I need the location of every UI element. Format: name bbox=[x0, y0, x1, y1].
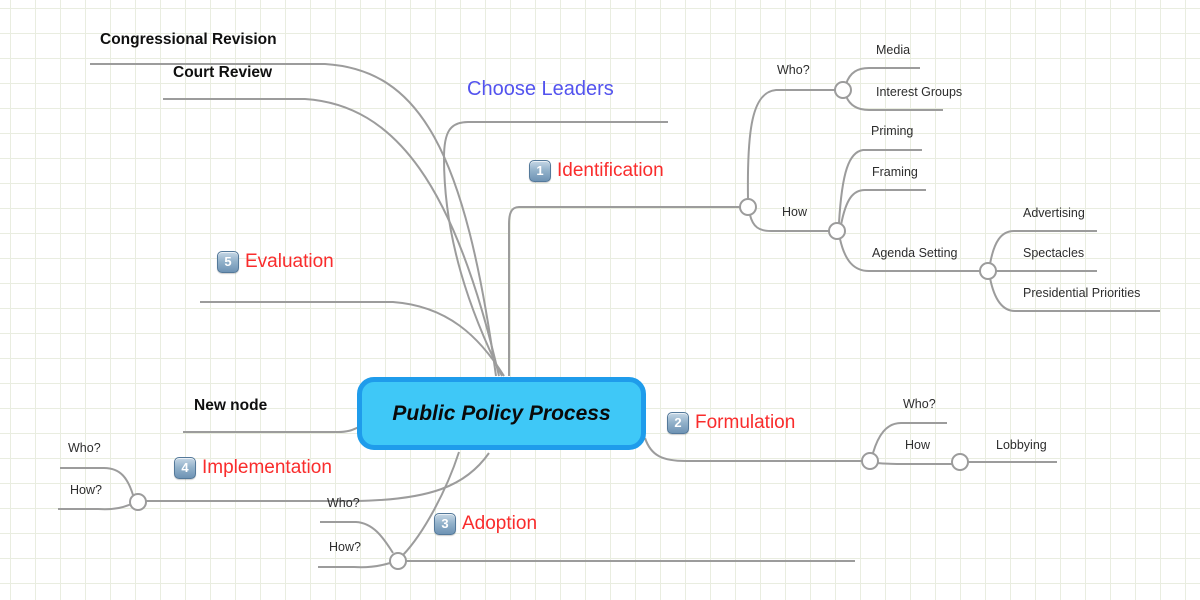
node-formulation-who[interactable]: Who? bbox=[903, 397, 936, 411]
node-implementation-how[interactable]: How? bbox=[70, 483, 102, 497]
node-adoption-how[interactable]: How? bbox=[329, 540, 361, 554]
edge-adoption-stem bbox=[402, 451, 460, 556]
edge-adoption-how bbox=[318, 562, 391, 569]
node-advertising[interactable]: Advertising bbox=[1023, 206, 1085, 220]
node-identification-how[interactable]: How bbox=[782, 205, 808, 219]
edge-formulation-who bbox=[872, 422, 947, 454]
collapse-handle-adoption[interactable] bbox=[389, 552, 407, 570]
edge-implementation bbox=[146, 452, 490, 502]
edge-court-review bbox=[163, 98, 500, 377]
node-priming[interactable]: Priming bbox=[871, 124, 914, 138]
node-spectacles[interactable]: Spectacles bbox=[1023, 246, 1085, 260]
root-node-label: Public Policy Process bbox=[392, 401, 611, 425]
node-evaluation[interactable]: 5 Evaluation bbox=[217, 251, 334, 273]
edge-evaluation bbox=[200, 301, 505, 377]
node-framing[interactable]: Framing bbox=[872, 165, 918, 179]
node-formulation-label: Formulation bbox=[695, 411, 796, 433]
priority-3-icon: 3 bbox=[434, 513, 456, 535]
collapse-handle-implementation[interactable] bbox=[129, 493, 147, 511]
edge-implementation-how bbox=[58, 503, 132, 511]
node-implementation-label: Implementation bbox=[202, 456, 332, 478]
edge-congressional-revision bbox=[90, 63, 497, 377]
node-congressional-revision[interactable]: Congressional Revision bbox=[100, 31, 277, 48]
node-formulation-how[interactable]: How bbox=[905, 438, 931, 452]
edge-choose-leaders bbox=[442, 121, 668, 377]
collapse-handle-identification[interactable] bbox=[739, 198, 757, 216]
priority-4-icon: 4 bbox=[174, 457, 196, 479]
edge-adoption-who bbox=[320, 521, 394, 554]
edge-priming bbox=[838, 149, 922, 224]
node-adoption-who[interactable]: Who? bbox=[327, 496, 360, 510]
edge-framing bbox=[840, 189, 926, 226]
collapse-handle-identification-who[interactable] bbox=[834, 81, 852, 99]
priority-2-icon: 2 bbox=[667, 412, 689, 434]
node-evaluation-label: Evaluation bbox=[245, 250, 334, 272]
node-adoption[interactable]: 3 Adoption bbox=[434, 513, 537, 535]
node-formulation[interactable]: 2 Formulation bbox=[667, 412, 795, 434]
node-lobbying[interactable]: Lobbying bbox=[996, 438, 1047, 452]
node-identification[interactable]: 1 Identification bbox=[529, 160, 664, 182]
node-implementation-who[interactable]: Who? bbox=[68, 441, 101, 455]
priority-1-icon: 1 bbox=[529, 160, 551, 182]
node-identification-who[interactable]: Who? bbox=[777, 63, 810, 77]
node-presidential-priorities[interactable]: Presidential Priorities bbox=[1023, 286, 1141, 300]
edge-identification-who bbox=[746, 89, 835, 200]
edge-formulation bbox=[644, 437, 862, 462]
node-choose-leaders[interactable]: Choose Leaders bbox=[467, 78, 614, 100]
node-adoption-label: Adoption bbox=[462, 512, 538, 534]
node-identification-label: Identification bbox=[557, 159, 664, 181]
node-implementation[interactable]: 4 Implementation bbox=[174, 457, 332, 479]
root-node[interactable]: Public Policy Process bbox=[357, 377, 646, 450]
node-new-node[interactable]: New node bbox=[194, 397, 268, 414]
edge-presidential-priorities bbox=[989, 277, 1160, 312]
node-agenda-setting[interactable]: Agenda Setting bbox=[872, 246, 958, 260]
edge-media bbox=[845, 67, 920, 85]
edge-advertising bbox=[989, 230, 1097, 265]
edge-interest-groups bbox=[845, 95, 943, 111]
node-interest-groups[interactable]: Interest Groups bbox=[876, 85, 963, 99]
edge-formulation-how bbox=[876, 462, 952, 465]
collapse-handle-formulation-how[interactable] bbox=[951, 453, 969, 471]
node-court-review[interactable]: Court Review bbox=[173, 64, 273, 81]
edge-new-node bbox=[183, 426, 360, 433]
node-media[interactable]: Media bbox=[876, 43, 911, 57]
collapse-handle-agenda-setting[interactable] bbox=[979, 262, 997, 280]
edge-agenda-setting bbox=[839, 238, 980, 272]
collapse-handle-formulation[interactable] bbox=[861, 452, 879, 470]
collapse-handle-identification-how[interactable] bbox=[828, 222, 846, 240]
priority-5-icon: 5 bbox=[217, 251, 239, 273]
edge-identification-how bbox=[749, 214, 829, 232]
edge-identification bbox=[508, 206, 744, 376]
edge-implementation-who bbox=[60, 467, 134, 496]
